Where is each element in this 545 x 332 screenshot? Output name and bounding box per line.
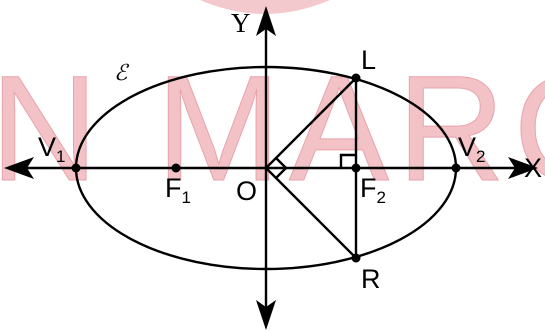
label-F1: F1 bbox=[165, 173, 191, 207]
focus-F2-point bbox=[351, 163, 361, 173]
x-axis-right-arrow bbox=[508, 157, 538, 179]
label-F2: F2 bbox=[360, 173, 386, 207]
watermark-text: N MARCO bbox=[0, 44, 545, 212]
vertex-V1-point bbox=[71, 163, 81, 173]
label-V1-sub: 1 bbox=[56, 147, 65, 166]
label-V1: V1 bbox=[38, 132, 65, 166]
label-L: L bbox=[361, 45, 376, 75]
label-V2-sub: 2 bbox=[476, 147, 485, 166]
line-O-to-R bbox=[265, 167, 357, 259]
label-F2-sub: 2 bbox=[377, 188, 386, 207]
vertex-V2-point bbox=[451, 163, 461, 173]
label-origin: O bbox=[236, 176, 257, 206]
point-L bbox=[351, 73, 361, 83]
focus-F1-point bbox=[171, 163, 181, 173]
label-F2-main: F bbox=[360, 173, 377, 203]
label-V1-main: V bbox=[38, 132, 56, 162]
x-axis-left-arrow bbox=[4, 157, 34, 179]
right-angle-mark-F2 bbox=[339, 153, 356, 168]
y-axis-label: Y bbox=[231, 8, 251, 38]
label-F1-main: F bbox=[165, 173, 182, 203]
y-axis-bottom-arrow bbox=[256, 300, 276, 330]
right-angle-mark-origin bbox=[275, 157, 288, 179]
label-V2-main: V bbox=[458, 132, 476, 162]
y-axis-top-arrow bbox=[256, 6, 276, 36]
curve-label: ℰ bbox=[114, 61, 130, 86]
line-O-to-L bbox=[265, 77, 357, 169]
label-V2: V2 bbox=[458, 132, 485, 166]
label-F1-sub: 1 bbox=[182, 188, 191, 207]
label-R: R bbox=[361, 264, 381, 294]
watermark-top-shape bbox=[200, 0, 330, 14]
x-axis-label: X bbox=[524, 153, 542, 183]
point-R bbox=[351, 253, 361, 263]
